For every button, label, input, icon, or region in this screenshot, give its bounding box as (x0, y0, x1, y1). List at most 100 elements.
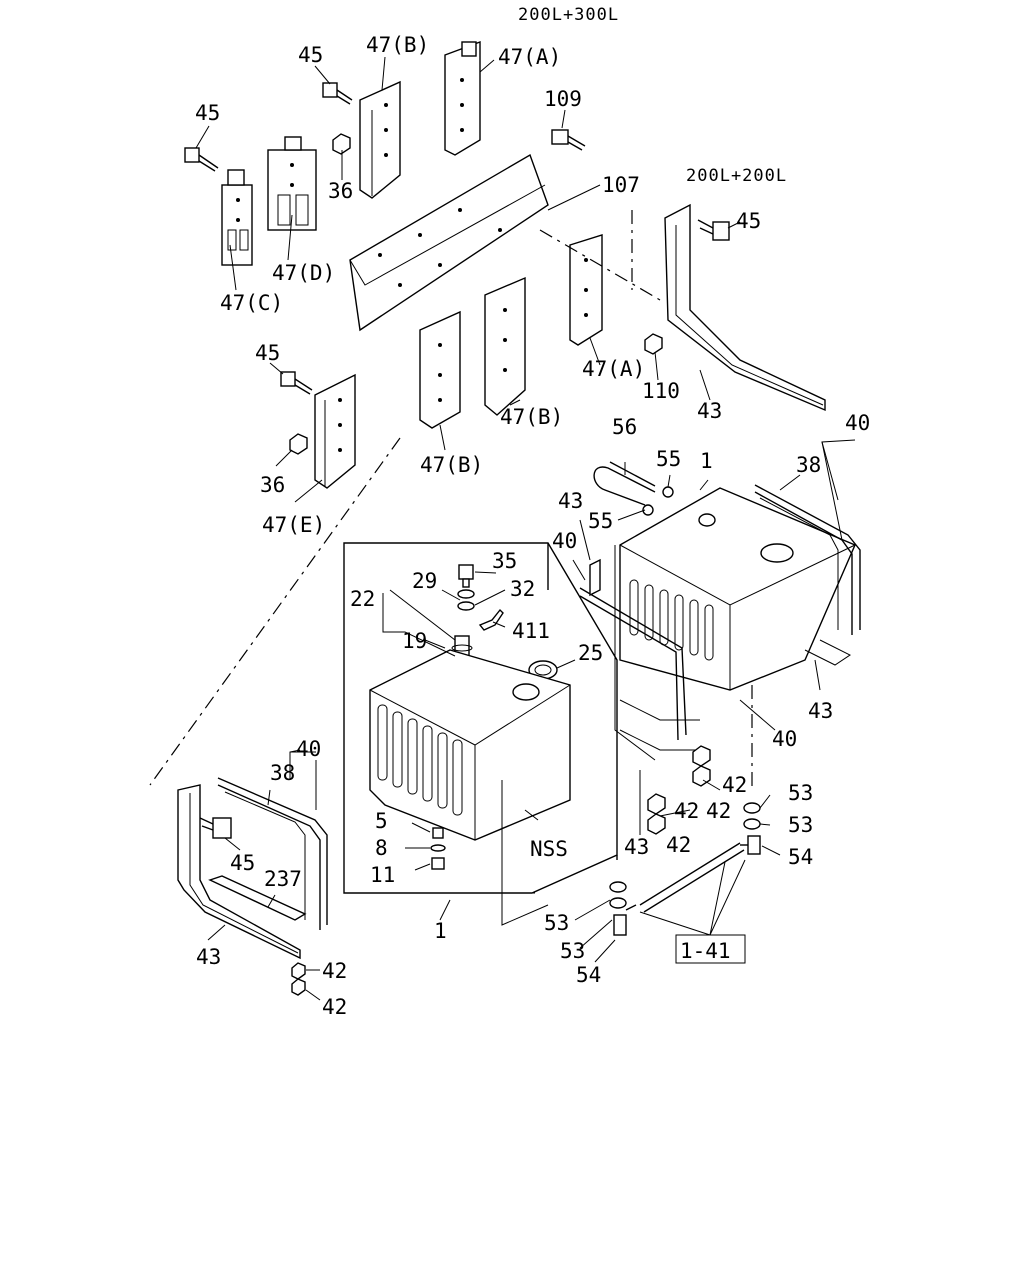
label-55: 55 (656, 447, 681, 471)
label-42: 42 (666, 833, 691, 857)
label-nss: NSS (530, 837, 568, 861)
nuts-42-lower (291, 962, 306, 996)
pad-237 (208, 875, 307, 921)
label-43: 43 (624, 835, 649, 859)
label-54: 54 (788, 845, 813, 869)
tank-box-outline (343, 542, 618, 894)
bolt-45-left (184, 147, 219, 172)
label-47c: 47(C) (220, 291, 283, 315)
label-237: 237 (264, 867, 302, 891)
bolt-109 (551, 129, 586, 151)
label-109: 109 (544, 87, 582, 111)
bolt-45-lower (199, 817, 232, 839)
frame-43-right (614, 545, 851, 761)
nut-36-left (289, 433, 308, 455)
label-47a: 47(A) (498, 45, 561, 69)
label-42: 42 (706, 799, 731, 823)
label-36: 36 (260, 473, 285, 497)
label-43: 43 (196, 945, 221, 969)
label-1: 1 (700, 449, 713, 473)
crossmember-107 (349, 153, 549, 332)
label-1-41: 1-41 (680, 939, 731, 963)
label-43: 43 (558, 489, 583, 513)
nut-110 (644, 333, 663, 355)
washer-8 (430, 844, 446, 852)
label-53: 53 (544, 911, 569, 935)
label-40: 40 (552, 529, 577, 553)
label-22: 22 (350, 587, 375, 611)
label-40: 40 (845, 411, 870, 435)
label-53: 53 (560, 939, 585, 963)
label-40: 40 (296, 737, 321, 761)
label-8: 8 (375, 836, 388, 860)
label-38: 38 (796, 453, 821, 477)
label-45: 45 (255, 341, 280, 365)
label-43: 43 (808, 699, 833, 723)
clamp-55-mid (642, 504, 654, 516)
band-38-right (759, 497, 839, 630)
label-25: 25 (578, 641, 603, 665)
label-19: 19 (402, 629, 427, 653)
label-47b: 47(B) (420, 453, 483, 477)
label-11: 11 (370, 863, 395, 887)
bolt-45-top (322, 82, 353, 105)
label-45: 45 (298, 43, 323, 67)
bracket-47a-mid (569, 234, 603, 346)
part-labels: 45 47(B) 47(A) 109 45 36 47(D) 47(C) 107… (195, 33, 870, 1019)
bracket-47b-mid (484, 276, 526, 416)
band-40-left-tank (579, 587, 687, 741)
label-40: 40 (772, 727, 797, 751)
washers-53-right (743, 802, 761, 830)
label-55: 55 (588, 509, 613, 533)
label-107: 107 (602, 173, 640, 197)
label-43: 43 (697, 399, 722, 423)
pipe-1-41 (639, 842, 745, 913)
label-35: 35 (492, 549, 517, 573)
clamp-55-top (662, 486, 674, 498)
label-54: 54 (576, 963, 601, 987)
tab-411 (478, 608, 504, 631)
band-40-right-outer (754, 484, 861, 635)
label-47e: 47(E) (262, 513, 325, 537)
washer-29 (457, 589, 475, 599)
label-42: 42 (674, 799, 699, 823)
bolt-35 (458, 564, 474, 588)
label-38: 38 (270, 761, 295, 785)
label-45: 45 (736, 209, 761, 233)
bracket-43-tank-left (589, 558, 601, 597)
nuts-42-right (647, 745, 711, 835)
washer-32 (457, 601, 475, 611)
hose-56 (593, 461, 656, 506)
label-36: 36 (328, 179, 353, 203)
bolt-45-right (697, 219, 730, 241)
band-40-lower (217, 777, 328, 930)
label-29: 29 (412, 569, 437, 593)
bracket-43-right (664, 203, 826, 412)
bracket-47b-low (419, 310, 461, 429)
plug-11 (431, 857, 445, 870)
label-42: 42 (322, 959, 347, 983)
label-45: 45 (195, 101, 220, 125)
label-56: 56 (612, 415, 637, 439)
label-110: 110 (642, 379, 680, 403)
nut-36-top (332, 133, 351, 155)
tank-left-300l (369, 649, 571, 841)
washers-53-left (609, 881, 627, 909)
bolt-45-mid-left (280, 371, 313, 395)
callout-box-1-41 (675, 934, 746, 964)
label-1: 1 (434, 919, 447, 943)
bracket-47e (314, 373, 356, 489)
label-45: 45 (230, 851, 255, 875)
bracket-47b-top (359, 80, 401, 199)
drain-54-right (740, 835, 761, 855)
leader-lines (195, 56, 856, 1001)
drain-54-left (613, 904, 637, 936)
bracket-43-lower (177, 784, 301, 960)
header-200l-300l: 200L+300L (518, 5, 619, 25)
label-47a: 47(A) (582, 357, 645, 381)
label-53: 53 (788, 781, 813, 805)
label-47d: 47(D) (272, 261, 335, 285)
label-47b: 47(B) (500, 405, 563, 429)
tank-right-200l (619, 487, 856, 691)
